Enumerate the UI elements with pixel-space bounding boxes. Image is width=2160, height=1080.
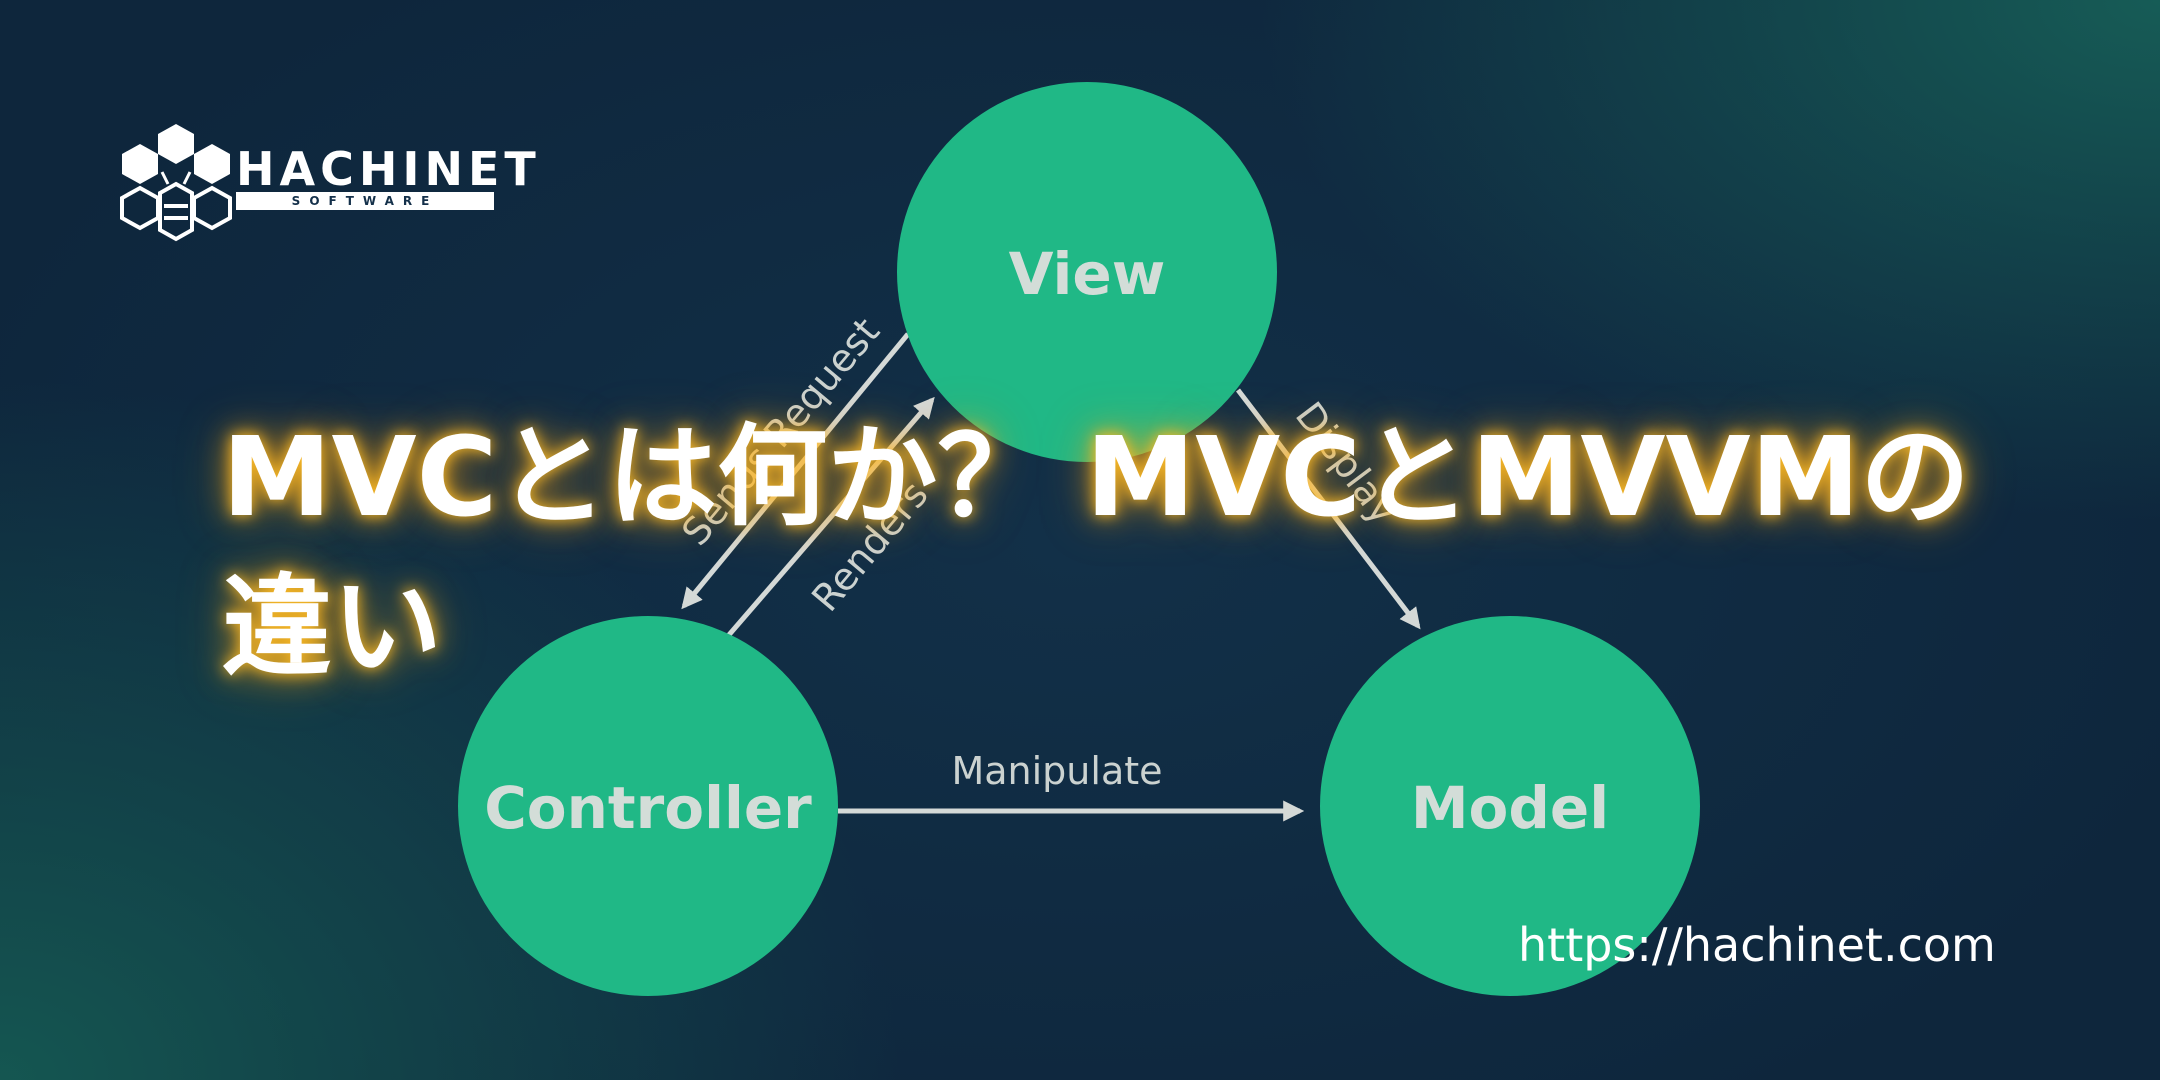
- page-title: MVCとは何か？ MVCとMVVMの違い: [222, 413, 1971, 691]
- brand-name: HACHINET: [236, 142, 541, 196]
- node-model-circle: [1320, 616, 1700, 996]
- brand-tagline-bar: SOFTWARE: [236, 192, 494, 210]
- edge-sends-request-arrow: [681, 332, 910, 610]
- node-controller: Controller: [458, 616, 838, 996]
- hexagon-bee-logo-icon: [120, 124, 232, 242]
- edge-renders-arrow: [726, 396, 935, 638]
- node-view-circle: [897, 82, 1277, 462]
- node-model-label: Model: [1411, 774, 1609, 842]
- node-model: Model: [1320, 616, 1700, 996]
- website-url: https://hachinet.com: [1518, 918, 1996, 972]
- edge-display-arrow: [1236, 388, 1421, 630]
- edge-label-manipulate: Manipulate: [951, 749, 1162, 793]
- node-controller-circle: [458, 616, 838, 996]
- node-controller-label: Controller: [484, 774, 812, 842]
- node-view: View: [897, 82, 1277, 462]
- node-view-label: View: [1009, 240, 1166, 308]
- brand-tagline: SOFTWARE: [291, 194, 439, 208]
- brand-logo: HACHINET SOFTWARE: [118, 118, 536, 248]
